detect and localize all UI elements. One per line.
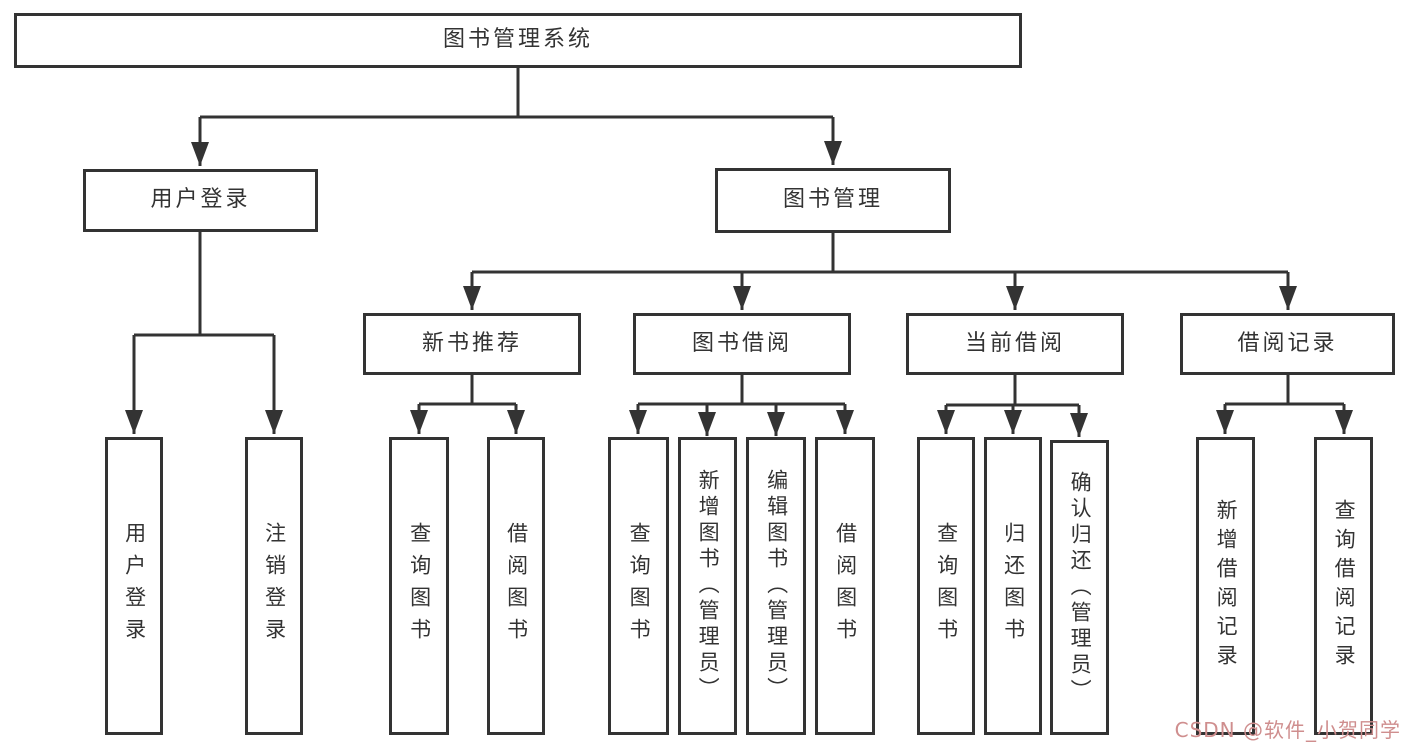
node-label: 借阅图书 bbox=[833, 522, 858, 650]
node-label: 查询图书 bbox=[934, 522, 959, 650]
node-label: 确认归还（管理员） bbox=[1068, 470, 1093, 705]
node-edit-books-admin: 编辑图书（管理员） bbox=[746, 437, 806, 735]
node-borrowing-records: 借阅记录 bbox=[1180, 313, 1395, 375]
node-current-borrowing: 当前借阅 bbox=[906, 313, 1124, 375]
node-new-book-recommendation: 新书推荐 bbox=[363, 313, 581, 375]
node-add-books-admin: 新增图书（管理员） bbox=[678, 437, 737, 735]
node-label: 用户登录 bbox=[122, 522, 147, 650]
node-query-books-borrow: 查询图书 bbox=[608, 437, 669, 735]
node-return-books: 归还图书 bbox=[984, 437, 1042, 735]
node-query-books-current: 查询图书 bbox=[917, 437, 975, 735]
node-logout-leaf: 注销登录 bbox=[245, 437, 303, 735]
node-borrow-books-newbook: 借阅图书 bbox=[487, 437, 545, 735]
node-label: 新增借阅记录 bbox=[1214, 499, 1239, 673]
node-query-borrow-record: 查询借阅记录 bbox=[1314, 437, 1373, 735]
node-book-management-branch: 图书管理 bbox=[715, 168, 951, 233]
node-label: 查询图书 bbox=[407, 522, 432, 650]
node-label: 新增图书（管理员） bbox=[696, 469, 721, 703]
node-book-borrowing: 图书借阅 bbox=[633, 313, 851, 375]
node-user-login-branch: 用户登录 bbox=[83, 169, 318, 232]
node-label: 注销登录 bbox=[262, 522, 287, 650]
node-label: 查询借阅记录 bbox=[1332, 499, 1357, 673]
node-borrow-books-borrow: 借阅图书 bbox=[815, 437, 875, 735]
node-label: 借阅图书 bbox=[504, 522, 529, 650]
node-root-system: 图书管理系统 bbox=[14, 13, 1022, 68]
node-label: 归还图书 bbox=[1001, 522, 1026, 650]
node-label: 查询图书 bbox=[627, 522, 652, 650]
node-add-borrow-record: 新增借阅记录 bbox=[1196, 437, 1255, 735]
csdn-watermark: CSDN @软件_小贺同学 bbox=[1174, 718, 1401, 742]
node-user-login-leaf: 用户登录 bbox=[105, 437, 163, 735]
node-label: 编辑图书（管理员） bbox=[764, 469, 789, 703]
node-confirm-return-admin: 确认归还（管理员） bbox=[1050, 440, 1109, 735]
node-query-books-newbook: 查询图书 bbox=[389, 437, 449, 735]
